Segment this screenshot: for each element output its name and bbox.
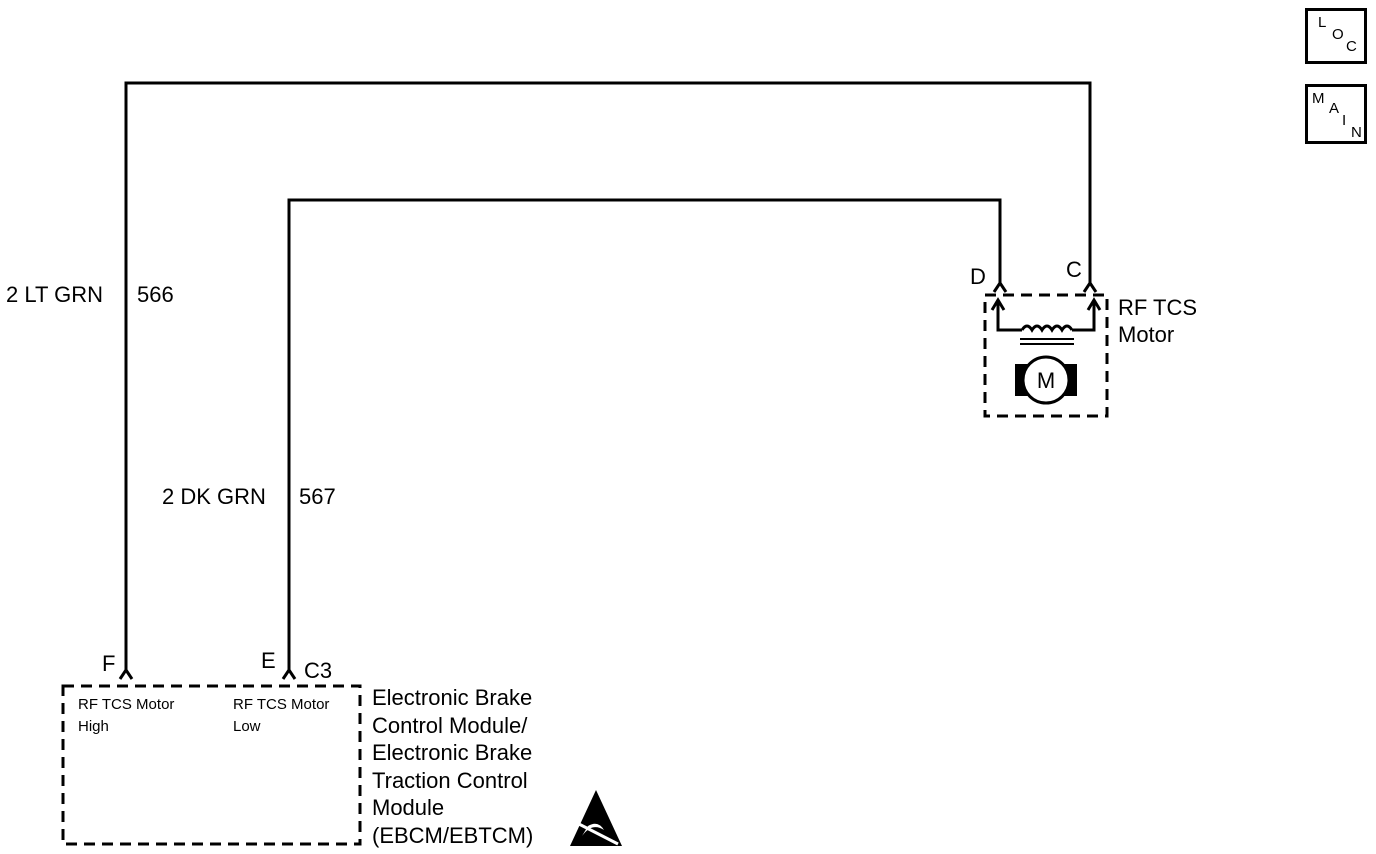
main-letter-3: I (1342, 112, 1347, 129)
wire-dk-grn-circuit: 567 (299, 484, 336, 509)
motor-outline (983, 293, 1109, 418)
module-pin-f-label: RF TCS Motor High (78, 696, 175, 735)
wire-dk-grn-567 (287, 198, 1002, 670)
motor-symbol (1021, 355, 1071, 405)
motor-lead-c (1072, 300, 1096, 332)
motor-pin-c: C (1066, 257, 1082, 282)
motor-pin-d: D (970, 264, 986, 289)
wire-lt-grn-circuit: 566 (137, 282, 174, 307)
terminal-c (1082, 280, 1098, 293)
main-button[interactable]: M A I N (1305, 84, 1367, 144)
module-pin-f: F (102, 651, 116, 676)
wire-lt-grn-566 (124, 81, 1092, 670)
main-letter-1: M (1312, 90, 1325, 107)
module-pin-e: E (261, 648, 276, 673)
motor-lead-d (996, 300, 1022, 332)
wire-dk-grn-color: 2 DK GRN (162, 484, 266, 509)
terminal-e (281, 667, 297, 680)
module-outline (61, 684, 362, 846)
wire-lt-grn-color: 2 LT GRN (6, 282, 103, 307)
module-title: Electronic Brake Control Module/ Electro… (372, 685, 534, 848)
terminal-d (992, 280, 1008, 293)
main-letter-4: N (1351, 124, 1362, 141)
module-connector: C3 (304, 658, 333, 683)
loc-button[interactable]: L O C (1305, 8, 1367, 64)
lead-arrow-d (990, 297, 1006, 311)
terminal-f (118, 667, 134, 680)
motor-title: RF TCS Motor (1118, 295, 1198, 347)
esd-warning-icon (570, 790, 622, 846)
loc-letter-2: O (1332, 26, 1344, 43)
winding-coil (1020, 324, 1074, 333)
motor-symbol-letter: M (1037, 368, 1055, 393)
loc-letter-1: L (1318, 14, 1327, 31)
loc-letter-3: C (1346, 38, 1357, 55)
module-pin-e-label: RF TCS Motor Low (233, 696, 330, 735)
main-letter-2: A (1329, 100, 1340, 117)
lead-arrow-c (1086, 297, 1102, 311)
